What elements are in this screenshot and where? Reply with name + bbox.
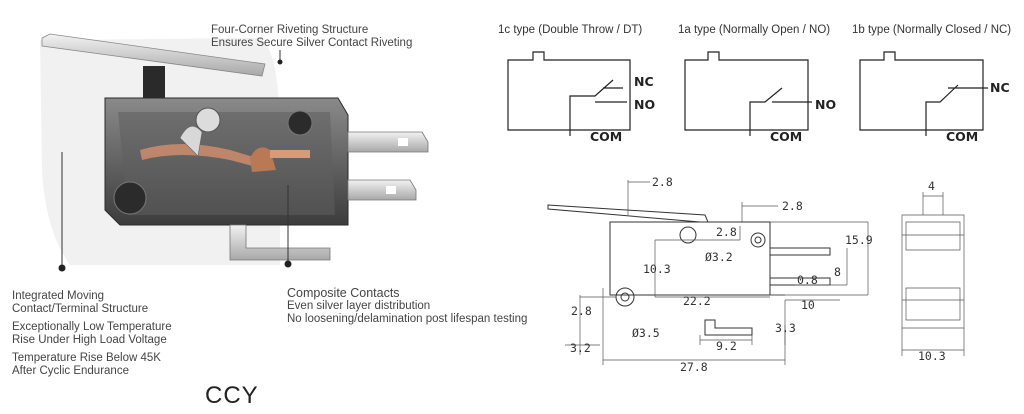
- dim-terminal-thickness: 0.8: [797, 273, 818, 287]
- dimension-drawing: 2.8 2.8 2.8 15.9 Ø3.2 10.3 0.8 8 22.2 10…: [547, 175, 965, 374]
- dim-top-hole: 2.8: [782, 199, 803, 213]
- label-1b-com: COM: [946, 129, 978, 144]
- label-1a-com: COM: [770, 129, 802, 144]
- dim-body-width: 10.3: [918, 349, 946, 363]
- callout-right-line3: No loosening/delamination post lifespan …: [287, 313, 528, 325]
- dim-bottom-hole-offset: 2.8: [571, 304, 592, 318]
- callout-left-line4: Rise Under High Load Voltage: [12, 334, 167, 346]
- label-1c-nc: NC: [634, 74, 654, 89]
- dim-bottom-terminal-width: 9.2: [716, 339, 737, 353]
- dim-hole-inset: 2.8: [716, 225, 737, 239]
- dim-plunger-width: 4: [928, 179, 935, 193]
- label-1c-no: NO: [634, 97, 655, 112]
- schematic-title-1c: 1c type (Double Throw / DT): [498, 24, 643, 36]
- label-1b-nc: NC: [990, 80, 1010, 95]
- callout-right-line2: Even silver layer distribution: [287, 300, 431, 312]
- dim-hole-spacing-horizontal: 22.2: [683, 294, 711, 308]
- dim-hole-spacing-vertical: 10.3: [643, 262, 671, 276]
- callout-top-line2: Ensures Secure Silver Contact Riveting: [211, 37, 413, 49]
- callout-right-heading: Composite Contacts: [287, 286, 400, 300]
- schematic-title-1b: 1b type (Normally Closed / NC): [852, 24, 1012, 36]
- dim-lever-offset: 2.8: [652, 175, 673, 189]
- switch-schematics: NC NO COM NO COM NC COM: [507, 51, 1010, 144]
- label-1c-com: COM: [590, 129, 622, 144]
- dim-hole-diameter-large: Ø3.5: [632, 326, 660, 340]
- schematic-title-1a: 1a type (Normally Open / NO): [678, 24, 831, 36]
- dim-terminal-offset: 3.3: [775, 321, 796, 335]
- composite-contacts-callout: Composite Contacts Even silver layer dis…: [287, 287, 527, 326]
- dim-bottom-edge: 3.2: [570, 341, 591, 355]
- product-illustration: [30, 20, 450, 285]
- callout-top-line1: Four-Corner Riveting Structure: [211, 24, 369, 36]
- brand-logo: CCY: [205, 382, 259, 409]
- dim-terminal-length: 10: [801, 298, 815, 312]
- label-1a-no: NO: [815, 97, 836, 112]
- callout-left-line6: After Cyclic Endurance: [12, 365, 129, 377]
- riveting-callout: Four-Corner Riveting Structure Ensures S…: [211, 24, 412, 50]
- dim-terminal-pitch: 8: [834, 265, 841, 279]
- moving-contact-callout: Integrated Moving Contact/Terminal Struc…: [12, 290, 172, 378]
- dim-hole-diameter-small: Ø3.2: [705, 250, 733, 264]
- callout-left-line1: Integrated Moving: [12, 290, 105, 302]
- callout-lines: [58, 50, 292, 272]
- front-view-dimensions: 2.8 2.8 2.8 15.9 Ø3.2 10.3 0.8 8 22.2 10…: [570, 175, 873, 374]
- side-view-dimensions: 4 10.3: [918, 179, 946, 363]
- dim-height: 15.9: [845, 233, 873, 247]
- callout-left-line2: Contact/Terminal Structure: [12, 303, 149, 315]
- callout-left-line3: Exceptionally Low Temperature: [12, 321, 172, 333]
- callout-left-line5: Temperature Rise Below 45K: [12, 352, 161, 364]
- dim-overall-length: 27.8: [680, 360, 708, 374]
